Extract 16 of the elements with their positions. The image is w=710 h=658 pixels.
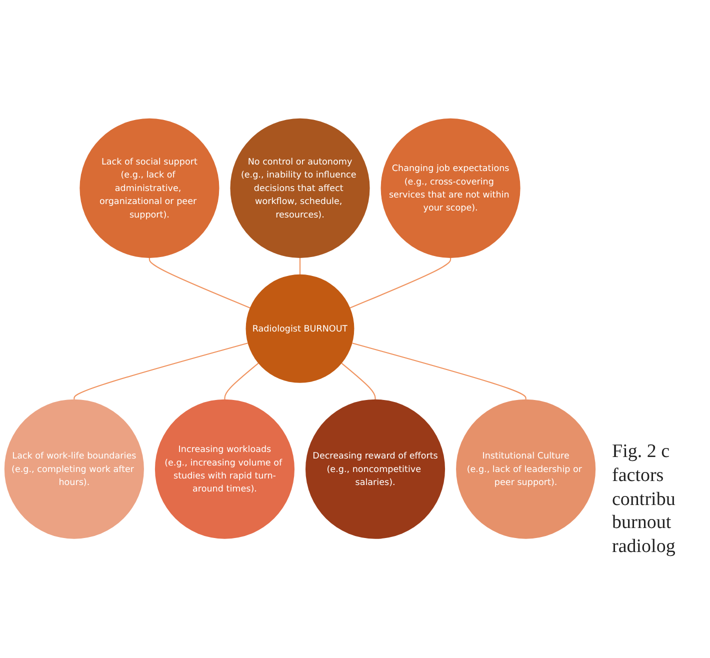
node-circle: Radiologist BURNOUT xyxy=(246,274,354,384)
connector xyxy=(74,342,248,400)
node-circle: Institutional Culture (e.g., lack of leadership or peer support). xyxy=(456,400,596,540)
connector xyxy=(352,342,526,400)
connector xyxy=(299,258,301,275)
node-circle: Lack of social support (e.g., lack of administrative, organizational or peer support). xyxy=(80,118,220,258)
figure-caption: Fig. 2 c factors contribu burnout radiolog xyxy=(612,440,676,559)
node-circle: Decreasing reward of efforts (e.g., noncompetitive salaries). xyxy=(306,400,446,540)
connector xyxy=(341,363,376,400)
node-circle: Increasing workloads (e.g., increasing volume of studies with rapid turn-around times). xyxy=(154,400,294,540)
connector xyxy=(224,363,259,400)
node-circle: Changing job expectations (e.g., cross-covering services that are not within your scope). xyxy=(380,118,520,258)
node-circle: Lack of work-life boundaries (e.g., completing work after hours). xyxy=(4,400,144,540)
connector xyxy=(148,258,250,309)
connector xyxy=(350,258,452,309)
node-circle: No control or autonomy (e.g., inability to influence decisions that affect workflow, schedule, resources). xyxy=(230,118,370,258)
